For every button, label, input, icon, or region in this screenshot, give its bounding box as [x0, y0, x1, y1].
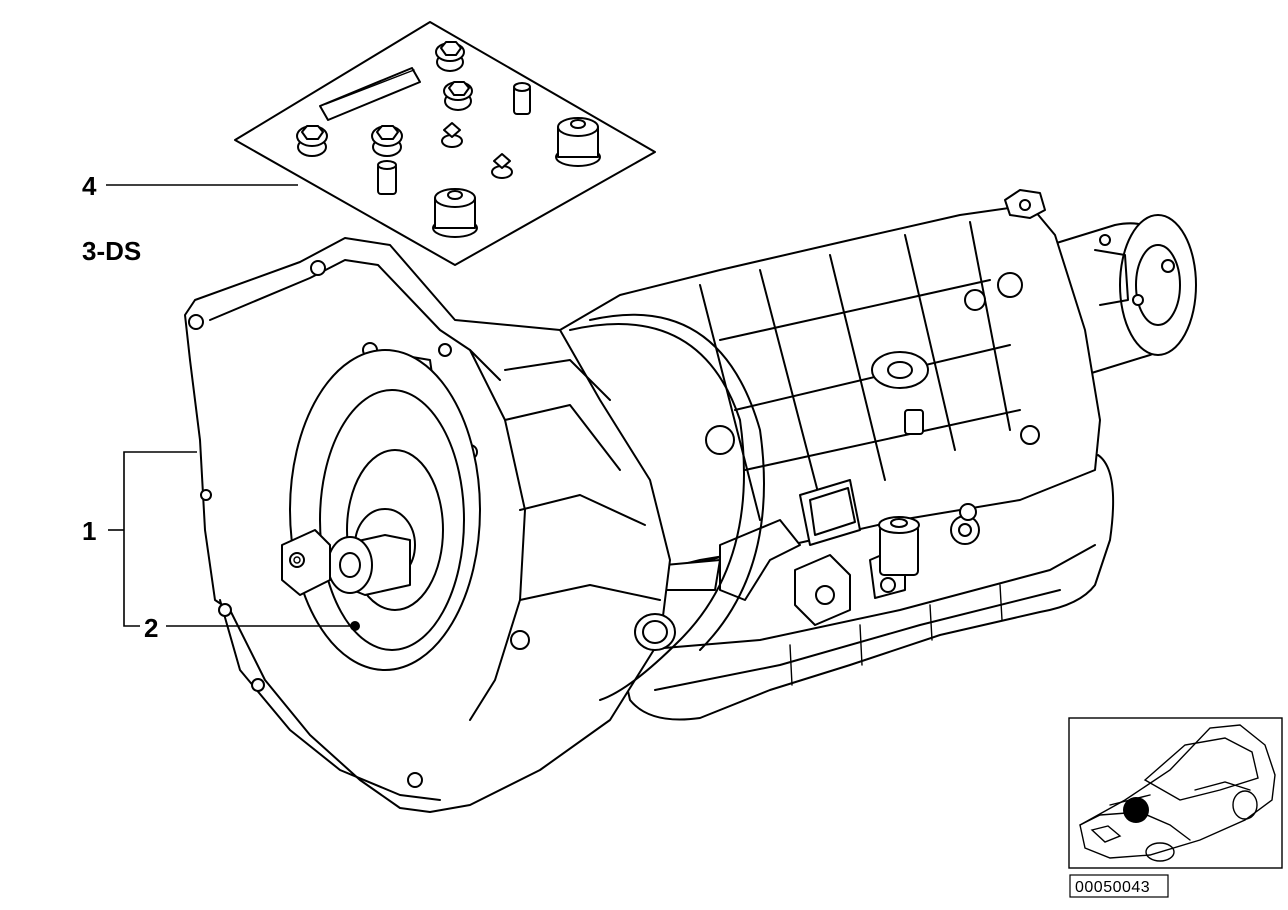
- hex-bolt: [371, 125, 403, 157]
- transmission-assembly: [184, 189, 1197, 813]
- output-flange: [1049, 214, 1197, 376]
- temperature-sensor: [878, 516, 920, 576]
- torque-converter: [289, 349, 481, 671]
- callout-3: 3-DS: [82, 236, 141, 266]
- pan-fitting: [950, 503, 980, 545]
- location-marker: [1123, 797, 1149, 823]
- hex-bolt: [296, 125, 328, 157]
- diagram-code-label: 00050043: [1075, 879, 1150, 896]
- callout-label-2: 2: [144, 613, 158, 643]
- locator-frame: [1068, 717, 1283, 869]
- hex-bolt: [443, 81, 473, 111]
- callout-1: 1: [82, 451, 197, 627]
- diagram-code-box: 00050043: [1069, 874, 1169, 898]
- square-plug: [491, 153, 513, 179]
- callout-4: 4: [82, 171, 298, 201]
- callout-2: 2: [144, 613, 360, 643]
- rubber-mount: [432, 188, 478, 238]
- callout-dot: [350, 621, 360, 631]
- dowel-pin: [513, 82, 531, 115]
- bolt-kit-plate: [234, 21, 656, 266]
- square-plug: [441, 122, 463, 148]
- callout-label-3: 3-DS: [82, 236, 141, 266]
- callout-label-4: 4: [82, 171, 97, 201]
- vehicle-locator: [1068, 717, 1283, 869]
- callout-label-1: 1: [82, 516, 96, 546]
- oil-pan: [609, 454, 1115, 721]
- leader-bracket: [123, 451, 197, 627]
- input-sensor: [281, 529, 331, 596]
- dowel-pin: [377, 160, 397, 195]
- gearbox-housing: [559, 189, 1101, 576]
- rubber-mount: [555, 117, 601, 167]
- hex-bolt: [435, 41, 465, 72]
